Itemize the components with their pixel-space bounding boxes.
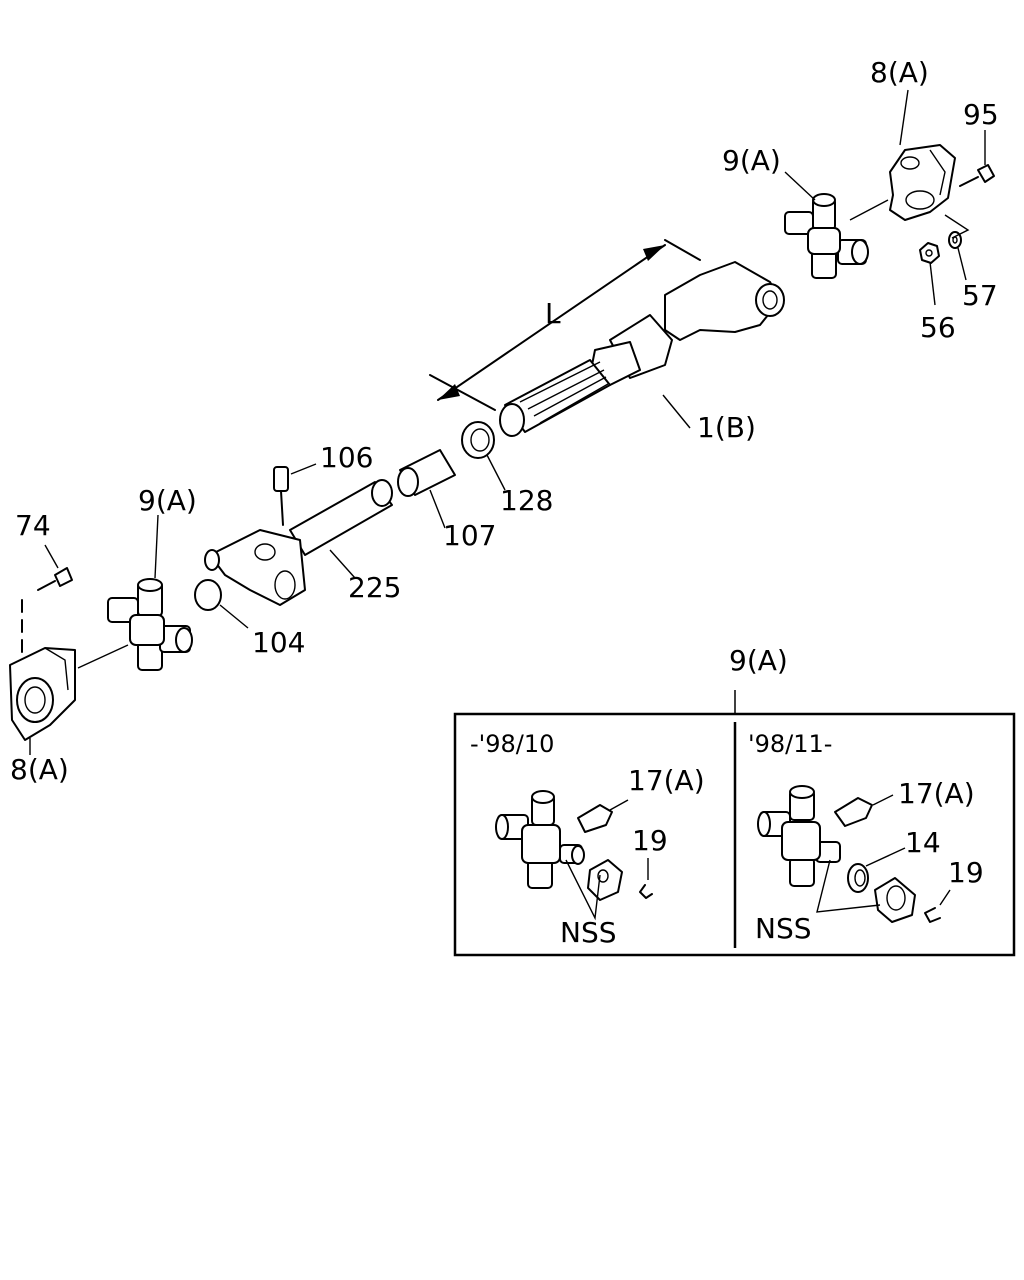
callout-9a-top: 9(A)	[722, 144, 781, 177]
inset-right-nss: NSS	[755, 912, 812, 945]
callout-8a-bottom: 8(A)	[10, 753, 69, 786]
universal-joint-icon	[757, 785, 841, 887]
inset-left-range: -'98/10	[470, 730, 554, 758]
inset-right-range: '98/11-	[748, 730, 832, 758]
callout-225: 225	[348, 571, 401, 604]
sleeve-icon	[397, 449, 456, 497]
washer-icon	[948, 231, 962, 249]
snap-ring-icon	[924, 907, 941, 923]
callout-95: 95	[963, 98, 999, 131]
callout-74: 74	[15, 509, 51, 542]
bearing-cup-icon	[587, 859, 623, 901]
callout-106: 106	[320, 441, 373, 474]
snap-ring-icon	[639, 884, 653, 899]
inset-left-19: 19	[632, 824, 668, 857]
slip-yoke-icon	[204, 479, 393, 606]
bearing-cup-icon	[461, 421, 495, 459]
universal-joint-icon	[784, 193, 869, 279]
callout-107: 107	[443, 519, 496, 552]
bearing-cup-icon	[874, 877, 916, 923]
grease-fitting-icon	[834, 797, 873, 827]
inset-right-14: 14	[905, 826, 941, 859]
dimension-l	[429, 239, 701, 411]
callout-1b: 1(B)	[697, 411, 756, 444]
bolt-icon	[959, 164, 995, 187]
dimension-label-l: L	[545, 297, 561, 330]
plug-icon	[194, 579, 222, 611]
universal-joint-icon	[495, 790, 585, 889]
grease-fitting-icon	[273, 466, 289, 526]
nut-icon	[919, 242, 940, 264]
inset-box	[453, 690, 1016, 957]
callout-9a-inset: 9(A)	[729, 644, 788, 677]
spline-shaft-icon	[499, 261, 785, 437]
callout-56: 56	[920, 311, 956, 344]
inset-right-19: 19	[948, 856, 984, 889]
callout-9a-left: 9(A)	[138, 484, 197, 517]
seal-ring-icon	[847, 863, 869, 893]
inset-left-nss: NSS	[560, 916, 617, 949]
callout-104: 104	[252, 626, 305, 659]
callout-128: 128	[500, 484, 553, 517]
yoke-flange-icon	[9, 647, 76, 741]
inset-right-17a: 17(A)	[898, 777, 975, 810]
yoke-flange-icon	[889, 144, 956, 221]
inset-left-17a: 17(A)	[628, 764, 705, 797]
callout-57: 57	[962, 279, 998, 312]
grease-fitting-icon	[577, 804, 613, 833]
bolt-icon	[37, 567, 73, 591]
callout-8a-top: 8(A)	[870, 56, 929, 89]
universal-joint-icon	[107, 578, 193, 671]
